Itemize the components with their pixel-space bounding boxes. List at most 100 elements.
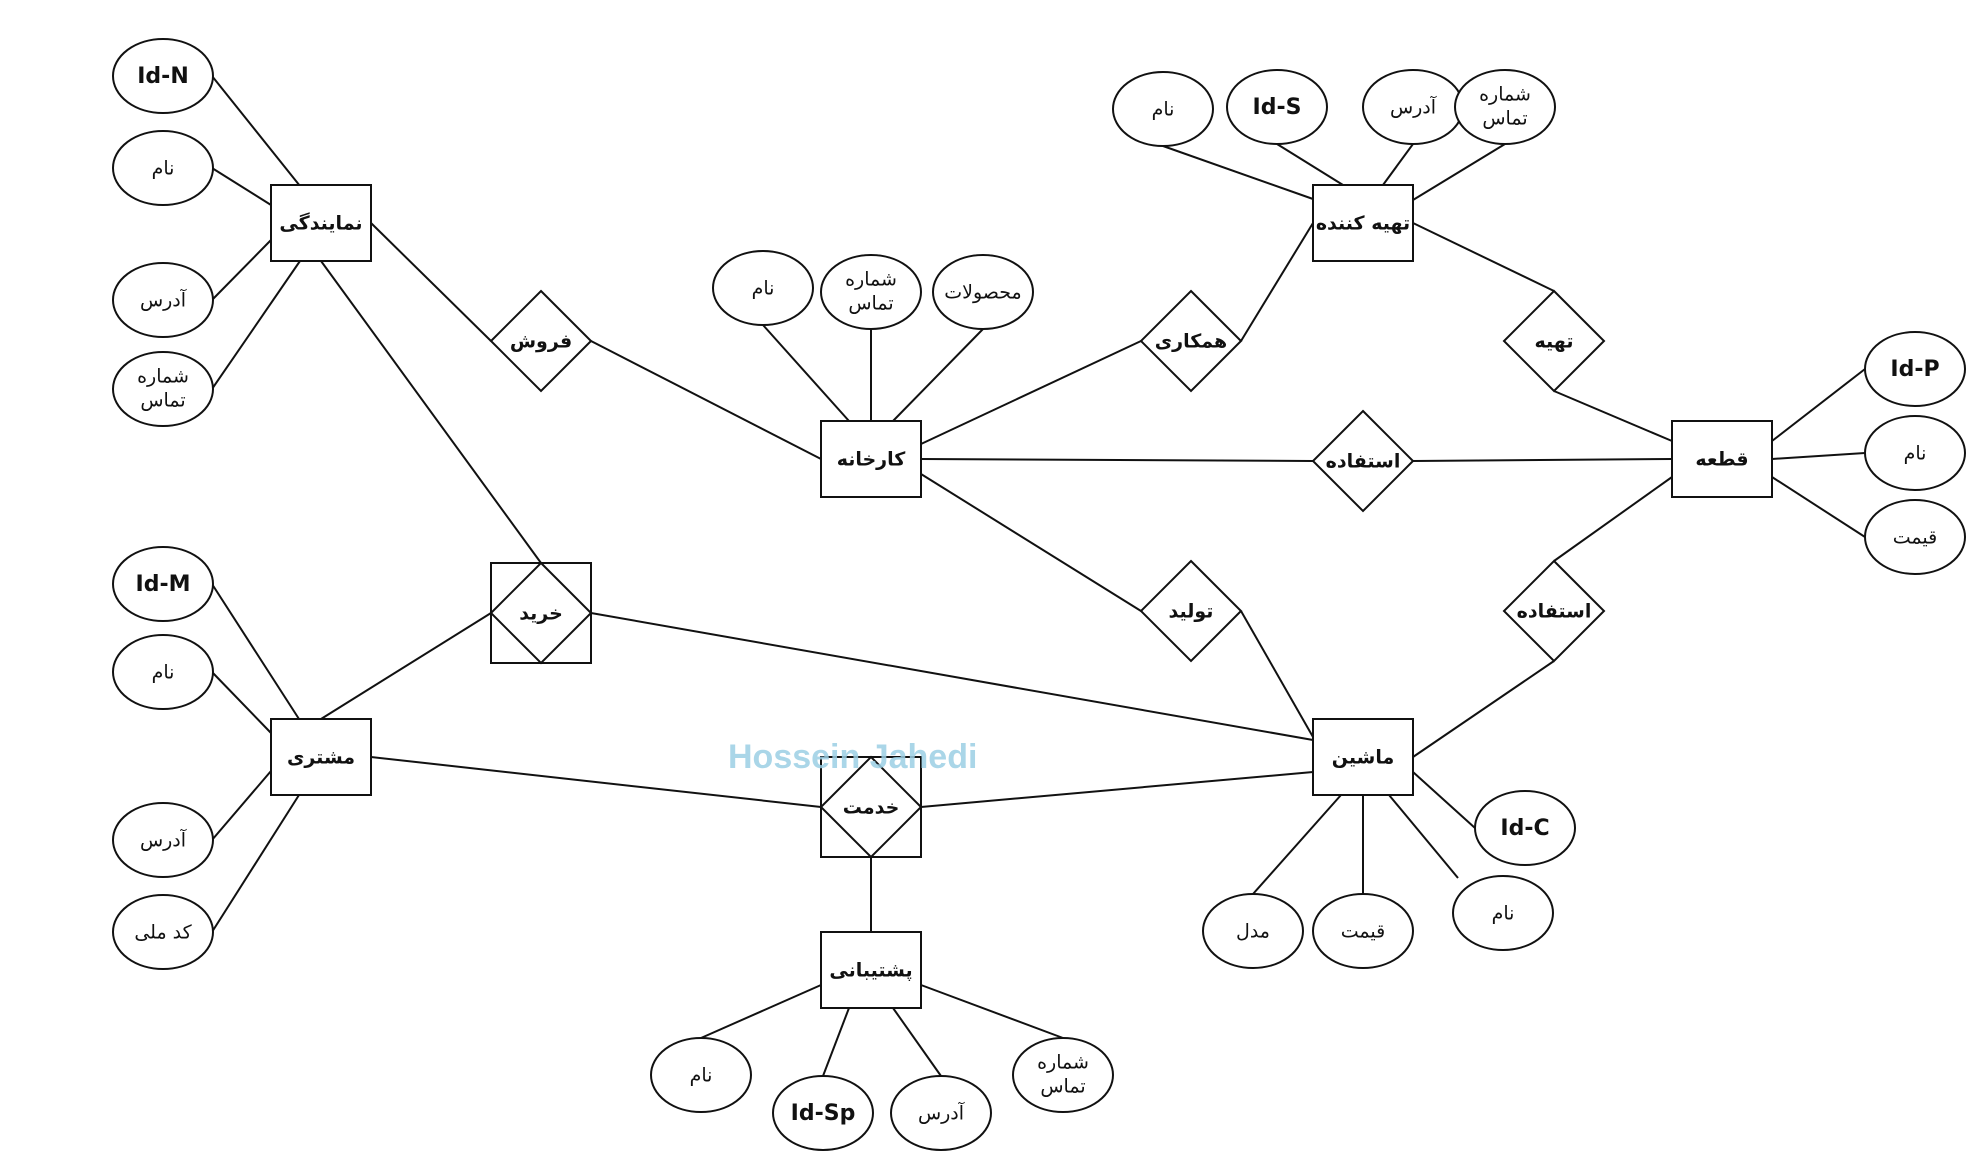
entity-label: کارخانه [837,449,907,471]
attribute-ellipse [112,634,214,710]
attribute-ellipse [112,802,214,878]
entity-mashin: ماشین [1312,718,1414,796]
entity-ghate: قطعه [1671,420,1773,498]
attribute-a_adres1: آدرس [112,262,214,338]
attribute-a_nam_p: نام [1864,415,1966,491]
attribute-ellipse [112,894,214,970]
entity-namayandegi: نمایندگی [270,184,372,262]
connector-lines [211,75,1866,1077]
connector-line [320,612,492,720]
connector-line [1771,368,1866,442]
connector-line [211,794,300,933]
connector-line [920,771,1314,808]
connector-line [590,340,822,460]
entity-box [270,718,372,796]
connector-line [1412,458,1673,462]
attribute-label: آدرس [1390,95,1437,119]
attribute-label: تماس [140,390,185,412]
entity-box [1671,420,1773,498]
attribute-label: تماس [1040,1076,1085,1098]
attribute-label: تماس [848,293,893,315]
entity-box [270,184,372,262]
attribute-ellipse [712,250,814,326]
connector-line [892,1007,942,1077]
attribute-a_nam1: نام [112,130,214,206]
relationship-diamond [1502,559,1606,663]
connector-line [1771,452,1866,460]
attribute-label: Id-Sp [791,1101,856,1126]
relationship-label: تهیه [1535,331,1574,353]
relationship-kharid: خرید [489,561,593,665]
relationship-diamond [489,561,593,665]
attribute-ellipse [1226,69,1328,145]
entity-tahie_konande: تهیه کننده [1312,184,1414,262]
attribute-label: Id-S [1253,95,1302,120]
attribute-a_gheymat_c: قیمت [1312,893,1414,969]
connector-line [1388,794,1459,879]
attribute-label: نام [152,158,175,180]
attribute-ellipse [650,1037,752,1113]
attribute-ellipse [1864,415,1966,491]
attribute-label: قیمت [1341,921,1385,943]
connector-line [211,260,301,390]
attribute-label: نام [152,662,175,684]
relationship-label: تولید [1169,601,1214,623]
entity-label: پشتیبانی [829,960,912,982]
attribute-ellipse [112,38,214,114]
connector-line [320,260,542,564]
connector-line [1412,222,1555,292]
attribute-ellipse [890,1075,992,1151]
attribute-ellipse [1312,893,1414,969]
attribute-a_adres_s: آدرس [1362,69,1464,145]
entity-label: قطعه [1695,449,1748,471]
attribute-ellipse [112,130,214,206]
entity-label: ماشین [1332,747,1394,769]
connector-line [1382,143,1414,186]
attribute-ellipse [112,351,214,427]
attribute-a_gheymat_p: قیمت [1864,499,1966,575]
entity-box [1312,718,1414,796]
relationship-diamond [1502,289,1606,393]
connector-line [892,328,984,422]
connector-line [1412,660,1555,758]
attribute-a_nam_c: نام [1452,875,1554,951]
relationship-label: فروش [510,331,572,353]
connector-line [920,984,1064,1039]
attribute-label: نام [752,278,775,300]
entity-label: نمایندگی [279,212,362,235]
entity-moshtari: مشتری [270,718,372,796]
relationship-label: همکاری [1155,331,1227,353]
attribute-a_nam_s: نام [1112,71,1214,147]
connector-line [920,458,1314,462]
entity-label: تهیه کننده [1316,213,1410,235]
entity-box [820,931,922,1009]
attribute-a_ids: Id-S [1226,69,1328,145]
connector-line [211,671,272,734]
connector-line [920,340,1142,445]
connector-line [1252,794,1342,895]
watermark: Hossein Jahedi [728,738,978,776]
relationship-label: خدمت [843,797,900,819]
attribute-label: نام [1152,99,1175,121]
connector-line [1276,143,1344,186]
attribute-label: شماره [1037,1052,1089,1074]
attribute-ellipse [1454,69,1556,145]
attribute-ellipse [1452,875,1554,951]
attribute-ellipse [112,262,214,338]
relationship-diamond [819,755,923,859]
attribute-ellipse [1474,790,1576,866]
relationship-estefade1: استفاده [1311,409,1415,513]
attribute-label: محصولات [944,282,1021,304]
attribute-a_adres_sp: آدرس [890,1075,992,1151]
relationship-diamond [1311,409,1415,513]
attribute-label: شماره [137,366,189,388]
connector-line [211,167,272,206]
relationship-estefade2: استفاده [1502,559,1606,663]
connector-line [762,324,850,422]
entity-poshtibani: پشتیبانی [820,931,922,1009]
attribute-ellipse [772,1075,874,1151]
